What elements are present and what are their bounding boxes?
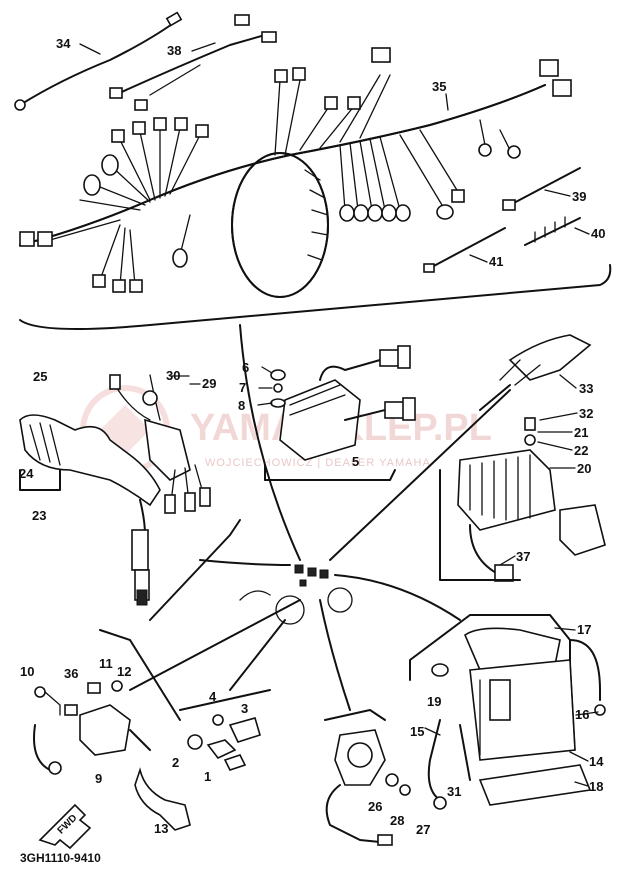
part-label-7: 7: [239, 380, 246, 395]
part-label-40: 40: [591, 226, 605, 241]
diagram-code: 3GH1110-9410: [20, 851, 101, 865]
part-label-37: 37: [516, 549, 530, 564]
part-label-15: 15: [410, 724, 424, 739]
part-label-17: 17: [577, 622, 591, 637]
part-label-25: 25: [33, 369, 47, 384]
part-label-27: 27: [416, 822, 430, 837]
starter-switch-group: [324, 709, 411, 846]
part-label-31: 31: [447, 784, 461, 799]
part-label-22: 22: [574, 443, 588, 458]
connector-hub: [129, 324, 511, 711]
part-label-12: 12: [117, 664, 131, 679]
part-labels: 34 38 35 39 40 41 25 30 29 24 23 6 7 8 5…: [19, 36, 605, 837]
rectifier-regulator-group: [439, 334, 606, 582]
part-label-3: 3: [241, 701, 248, 716]
watermark-tagline: WOJCIECHOWICZ | DEALER YAMAHA: [205, 457, 431, 469]
part-label-33: 33: [579, 381, 593, 396]
part-label-20: 20: [577, 461, 591, 476]
part-label-1: 1: [204, 769, 211, 784]
part-label-4: 4: [209, 689, 217, 704]
starter-relay-group: FWD: [33, 629, 191, 850]
part-label-26: 26: [368, 799, 382, 814]
part-label-6: 6: [242, 360, 249, 375]
part-label-8: 8: [238, 398, 245, 413]
part-label-11: 11: [99, 656, 113, 671]
part-label-34: 34: [56, 36, 71, 51]
part-label-38: 38: [167, 43, 181, 58]
part-label-5: 5: [352, 454, 359, 469]
part-label-9: 9: [95, 771, 102, 786]
label-leader-lines: [79, 42, 599, 787]
part-label-41: 41: [489, 254, 503, 269]
part-label-13: 13: [154, 821, 168, 836]
ignition-coil-group: [19, 374, 241, 621]
part-label-14: 14: [589, 754, 604, 769]
part-label-36: 36: [64, 666, 78, 681]
part-label-21: 21: [574, 425, 588, 440]
part-label-10: 10: [20, 664, 34, 679]
part-label-39: 39: [572, 189, 586, 204]
part-label-24: 24: [19, 466, 34, 481]
part-label-28: 28: [390, 813, 404, 828]
fuse-holder-group: [179, 689, 271, 771]
battery-group: [409, 614, 606, 810]
part-label-23: 23: [32, 508, 46, 523]
part-label-19: 19: [427, 694, 441, 709]
part-label-35: 35: [432, 79, 446, 94]
cdi-unit-group: [264, 345, 416, 481]
part-label-18: 18: [589, 779, 603, 794]
part-label-29: 29: [202, 376, 216, 391]
part-label-2: 2: [172, 755, 179, 770]
wire-harness-section: [14, 11, 612, 330]
part-label-32: 32: [579, 406, 593, 421]
